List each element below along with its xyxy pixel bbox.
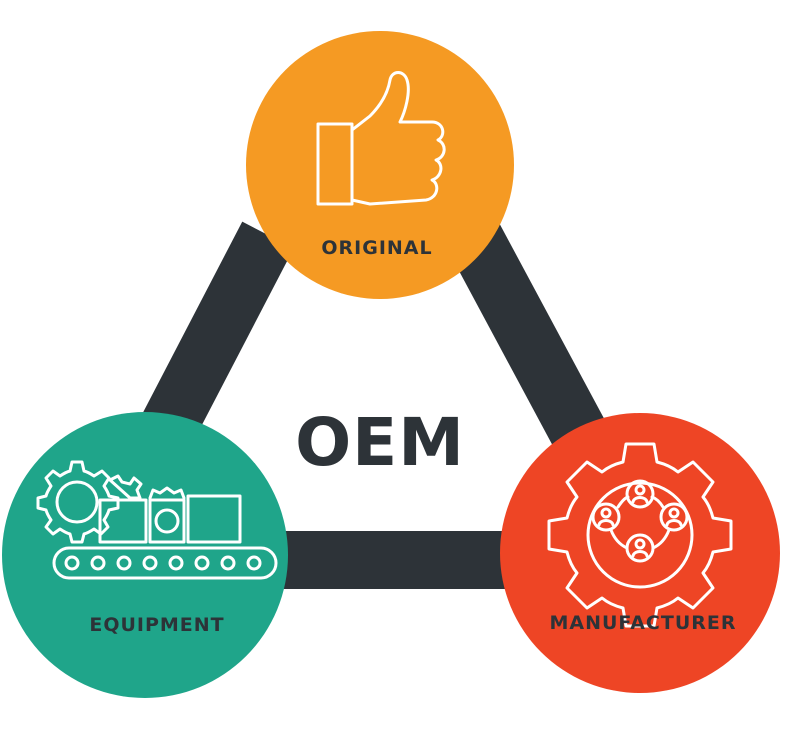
node-equipment: EQUIPMENT [2,412,288,698]
equipment-circle [2,412,288,698]
label-manufacturer: MANUFACTURER [549,612,736,634]
node-manufacturer: MANUFACTURER [500,413,780,693]
thumbs-up-icon [316,71,446,206]
node-original: ORIGINAL [246,31,514,299]
conveyor-belt-icon [36,460,278,580]
label-equipment: EQUIPMENT [89,614,224,636]
center-title: OEM [295,404,465,481]
original-circle [246,31,514,299]
gear-team-icon [547,442,733,628]
triangle-connector [138,216,614,589]
label-original: ORIGINAL [321,237,432,259]
